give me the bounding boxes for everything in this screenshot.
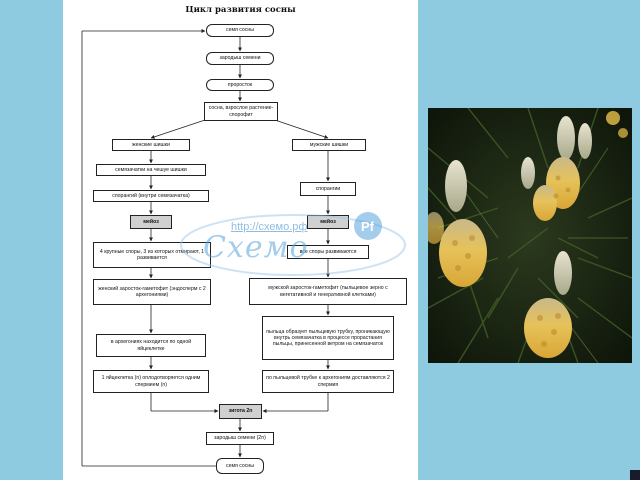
ovules-label: семязачатки на чешуе шишки bbox=[115, 166, 187, 173]
female-gametophyte-node: женский заросток-гаметофит (эндосперм с … bbox=[93, 279, 211, 305]
watermark-url: http://схемо.рф bbox=[231, 221, 308, 233]
sperm-label: по пыльцевой трубке к архегониям доставл… bbox=[266, 375, 390, 388]
sprout-node: проросток bbox=[206, 79, 274, 91]
embryo-node-top: зародыш семени bbox=[206, 52, 274, 65]
zygote-label: зигота 2n bbox=[228, 408, 253, 415]
sporangium-female-node: спорангий (внутри семязачатка) bbox=[93, 190, 209, 202]
pollen-tube-label: пыльца образует пыльцевую трубку, проник… bbox=[266, 328, 390, 348]
embryo-node-top-label: зародыш семени bbox=[219, 55, 261, 62]
ovules-node: семязачатки на чешуе шишки bbox=[96, 164, 206, 176]
sporangium-female-label: спорангий (внутри семязачатка) bbox=[112, 192, 190, 199]
archegonia-node: в архегониях находится по одной яйцеклет… bbox=[96, 334, 206, 357]
sprout-node-label: проросток bbox=[227, 81, 253, 88]
male-gametophyte-label: мужской заросток-гаметофит (пыльцевое зе… bbox=[268, 285, 388, 298]
megaspores-node: 4 крупные споры, 3 из которых отмирают, … bbox=[93, 242, 211, 268]
pine-branch-image-icon bbox=[428, 108, 632, 363]
megaspores-label: 4 крупные споры, 3 из которых отмирают, … bbox=[99, 248, 205, 261]
seed-node-bottom-label: семя сосны bbox=[225, 462, 255, 469]
female-cones-label: женские шишки bbox=[132, 141, 170, 148]
pollen-tube-node: пыльца образует пыльцевую трубку, проник… bbox=[262, 316, 394, 360]
meiosis-male-label: мейоз bbox=[320, 218, 336, 225]
sporangia-male-label: спорангии bbox=[315, 185, 341, 192]
sperm-node: по пыльцевой трубке к архегониям доставл… bbox=[262, 370, 394, 393]
male-gametophyte-node: мужской заросток-гаметофит (пыльцевое зе… bbox=[249, 278, 407, 305]
embryo-node-bottom-label: зародыш семени (2n) bbox=[214, 435, 266, 442]
watermark-brand: Схемо bbox=[203, 230, 309, 265]
meiosis-male-node: мейоз bbox=[307, 215, 349, 229]
embryo-node-bottom: зародыш семени (2n) bbox=[206, 432, 274, 445]
zygote-node: зигота 2n bbox=[219, 404, 262, 419]
connector-lines bbox=[81, 29, 330, 467]
seed-node-top-label: семя сосны bbox=[225, 27, 255, 34]
female-cones-node: женские шишки bbox=[112, 139, 190, 151]
pine-cones-photo bbox=[428, 108, 632, 363]
diagram-title: Цикл развития сосны bbox=[185, 5, 296, 15]
sporophyte-node-label: сосна, взрослое растение-спорофит bbox=[208, 105, 274, 118]
egg-fertilized-node: 1 яйцеклетка (n) оплодотворяется одним с… bbox=[93, 370, 209, 393]
sporangia-male-node: спорангии bbox=[300, 182, 356, 196]
archegonia-label: в архегониях находится по одной яйцеклет… bbox=[110, 339, 192, 352]
male-cones-label: мужские шишки bbox=[309, 141, 349, 148]
corner-mark bbox=[630, 470, 640, 480]
meiosis-female-node: мейоз bbox=[130, 215, 172, 229]
seed-node-bottom: семя сосны bbox=[216, 458, 264, 474]
meiosis-female-label: мейоз bbox=[143, 218, 159, 225]
seed-node-top: семя сосны bbox=[206, 24, 274, 37]
diagram-sheet: Цикл развития сосны bbox=[63, 0, 418, 480]
male-cones-node: мужские шишки bbox=[292, 139, 366, 151]
egg-fertilized-label: 1 яйцеклетка (n) оплодотворяется одним с… bbox=[101, 375, 201, 388]
female-gametophyte-label: женский заросток-гаметофит (эндосперм с … bbox=[98, 285, 206, 298]
sporophyte-node: сосна, взрослое растение-спорофит bbox=[204, 102, 278, 121]
